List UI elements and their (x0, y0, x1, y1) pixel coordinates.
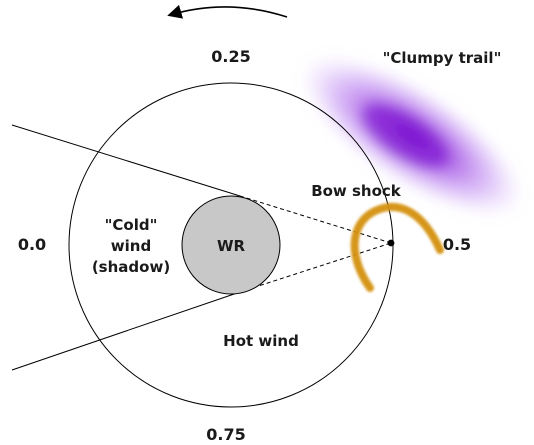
cold-wind-label-line1: "Cold" (105, 216, 158, 234)
star-label: WR (217, 237, 246, 255)
phase-label-05: 0.5 (443, 235, 471, 254)
shadow-boundary-upper (11, 124, 241, 197)
bow-shock-arc (350, 202, 444, 292)
cold-wind-label-line3: (shadow) (92, 258, 170, 276)
rotation-arrow-icon (167, 4, 288, 19)
phase-label-025: 0.25 (211, 47, 250, 66)
cold-wind-label-line2: wind (111, 237, 151, 255)
companion-star (387, 239, 395, 247)
dashed-tangent-upper (239, 195, 392, 244)
hot-wind-label: Hot wind (223, 332, 299, 350)
wr-star (181, 195, 281, 295)
clumpy-trail (299, 54, 525, 218)
bow-shock-label: Bow shock (311, 182, 402, 200)
phase-label-075: 0.75 (206, 425, 245, 444)
clumpy-trail-label: "Clumpy trail" (383, 49, 502, 67)
dashed-tangent-lower (239, 242, 392, 293)
phase-label-00: 0.0 (18, 235, 46, 254)
shadow-boundary-lower (11, 291, 241, 371)
